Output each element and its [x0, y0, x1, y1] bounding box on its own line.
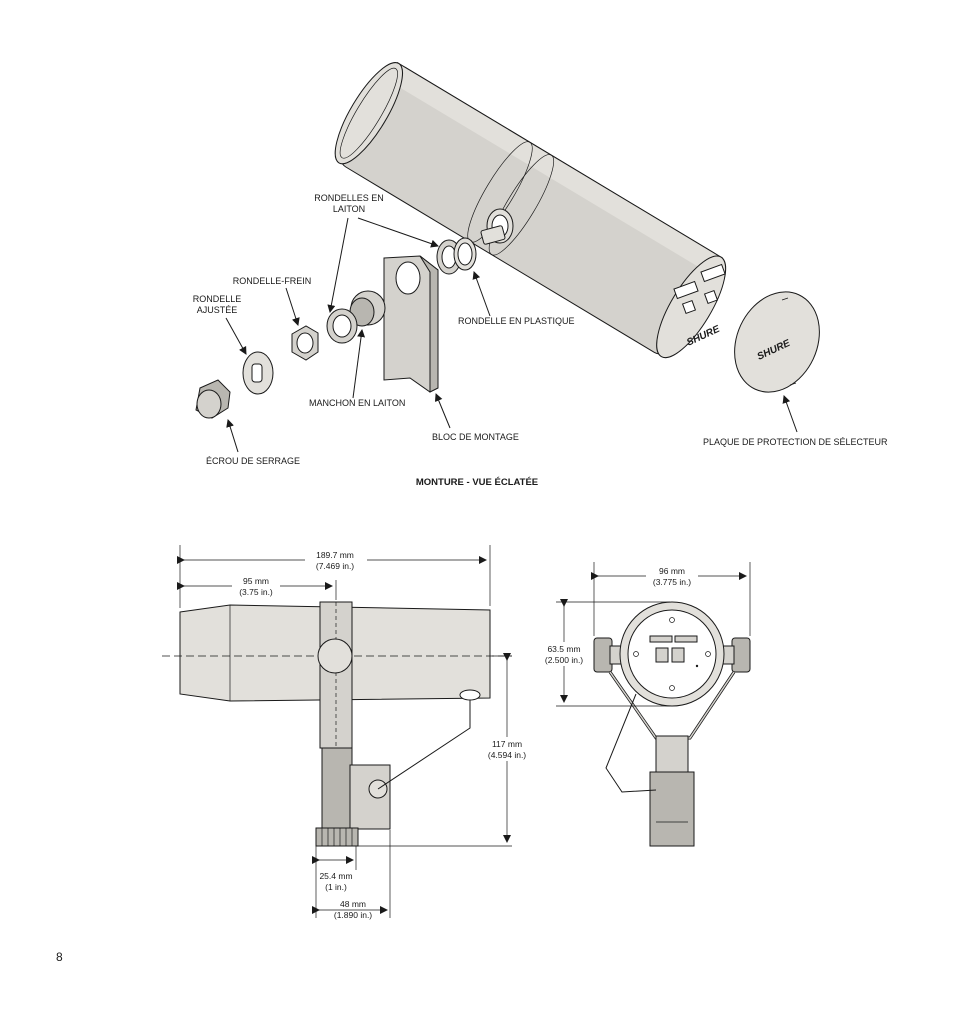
dim-height-mm: 117 mm	[492, 739, 522, 749]
label-bloc: BLOC DE MONTAGE	[432, 432, 519, 442]
dim-nut-mm: 25.4 mm	[319, 871, 352, 881]
label-rondelles-laiton-1: RONDELLES EN	[314, 193, 384, 203]
plastic-washer	[453, 237, 477, 271]
label-rondelle-plastique: RONDELLE EN PLASTIQUE	[458, 316, 575, 326]
label-rondelles-laiton-2: LAITON	[333, 204, 365, 214]
dim-diam-mm: 63.5 mm	[547, 644, 580, 654]
label-plaque: PLAQUE DE PROTECTION DE SÉLECTEUR	[703, 437, 888, 447]
side-view: 189.7 mm (7.469 in.) 95 mm (3.75 in.) 11…	[162, 545, 532, 920]
nut-knurl	[321, 828, 353, 846]
label-ecrou: ÉCROU DE SERRAGE	[206, 456, 300, 466]
label-rondelle-ajustee-1: RONDELLE	[193, 294, 242, 304]
dim-pivot-mm: 95 mm	[243, 576, 269, 586]
dim-length-in: (7.469 in.)	[316, 561, 354, 571]
switch-cover-plate: SHURE	[734, 291, 820, 393]
adjusted-washer	[242, 351, 274, 395]
lock-washer	[291, 325, 319, 361]
dim-length-mm: 189.7 mm	[316, 550, 354, 560]
page-number: 8	[56, 950, 63, 964]
dim-pivot-in: (3.75 in.)	[239, 587, 273, 597]
dim-width-mm: 96 mm	[659, 566, 685, 576]
dim-height-in: (4.594 in.)	[488, 750, 526, 760]
dim-nut-in: (1 in.)	[325, 882, 347, 892]
dim-block-in: (1.890 in.)	[334, 910, 372, 920]
dim-diam-in: (2.500 in.)	[545, 655, 583, 665]
pivot-boss	[480, 208, 514, 245]
tightening-nut	[195, 379, 231, 419]
microphone-body	[334, 61, 727, 359]
dim-block-mm: 48 mm	[340, 899, 366, 909]
switch-panel: SHURE	[673, 263, 726, 349]
exploded-leaders	[225, 217, 798, 453]
mounting-block	[383, 255, 439, 393]
front-view: 96 mm (3.775 in.) 63.5 mm (2.500 in.)	[538, 562, 751, 847]
label-rondelle-frein: RONDELLE-FREIN	[233, 276, 312, 286]
dim-width-in: (3.775 in.)	[653, 577, 691, 587]
exploded-view: SHURE SHURE	[193, 61, 888, 488]
label-rondelle-ajustee-2: AJUSTÉE	[197, 305, 238, 315]
exploded-view-title: MONTURE - VUE ÉCLATÉE	[416, 477, 538, 488]
label-manchon: MANCHON EN LAITON	[309, 398, 405, 408]
